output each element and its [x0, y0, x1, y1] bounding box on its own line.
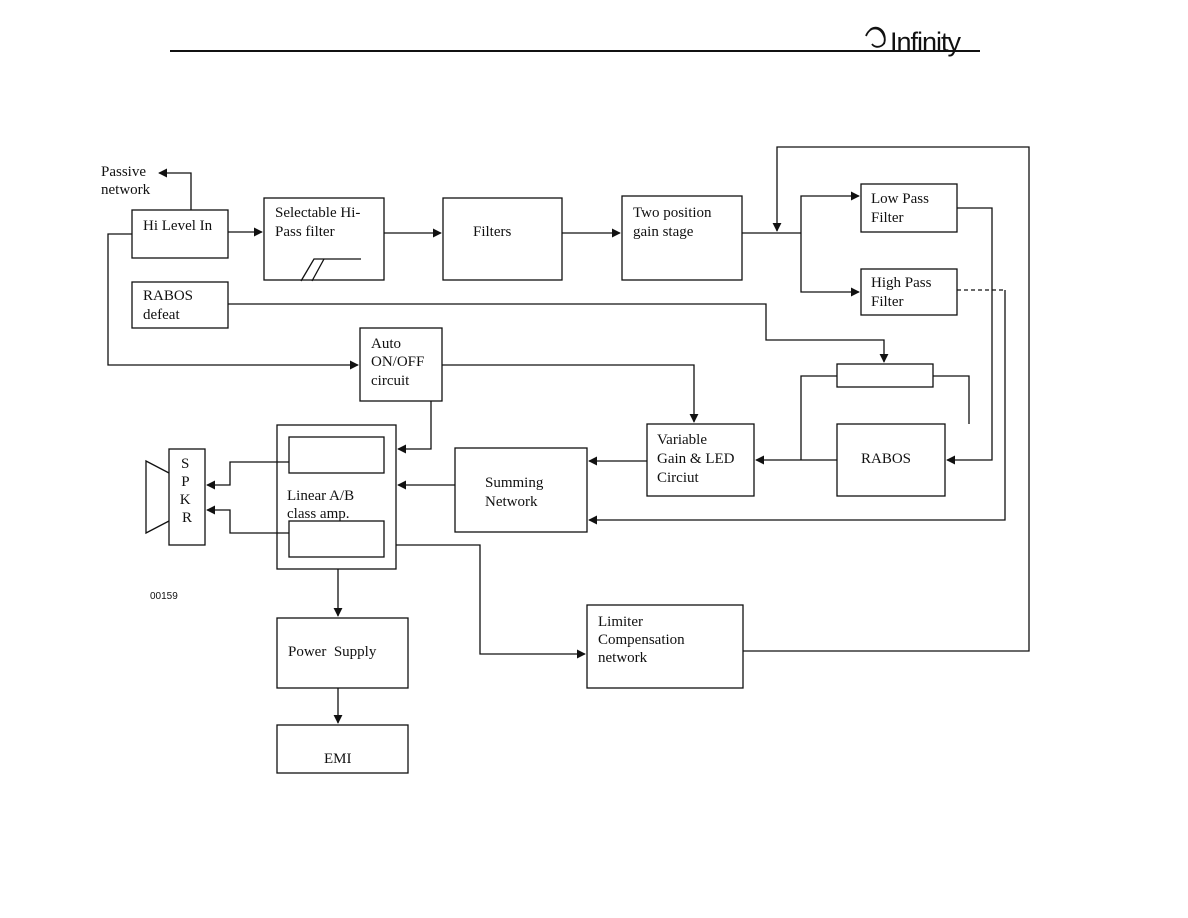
passive-network-line: Passive — [101, 164, 146, 180]
variable-gain-line: Variable — [657, 432, 707, 448]
amp-inner-bottom-box — [288, 520, 385, 558]
rabos-defeat-label: RABOS defeat — [143, 288, 197, 323]
variable-gain-line: Gain & LED — [657, 451, 735, 467]
auto-onoff-line: Auto — [371, 336, 401, 352]
wire-auto-to-amp — [397, 401, 432, 454]
selectable-hipass-label: Selectable Hi- Pass filter — [275, 205, 364, 240]
spkr-label: S P K R — [180, 456, 195, 526]
rabos-defeat-line: RABOS — [143, 288, 193, 304]
wire-lowpass-to-rabos — [946, 207, 993, 465]
filters-box — [442, 197, 563, 281]
two-position-gain-box — [621, 195, 743, 281]
logo-mark-icon — [865, 26, 886, 48]
wire-auto-to-vargain — [442, 364, 699, 423]
wire-rabosdefeat-to-rabos — [228, 303, 889, 363]
wire-amp-bottom-to-spkr — [206, 505, 289, 534]
wire-to-highpass — [800, 233, 860, 297]
variable-gain-label: Variable Gain & LED Circiut — [657, 432, 738, 486]
selectable-hipass-line: Pass filter — [275, 224, 335, 240]
spkr-letter: P — [181, 474, 189, 490]
passive-network-line: network — [101, 182, 151, 198]
spkr-letter: K — [180, 492, 191, 508]
high-pass-line: Filter — [871, 294, 904, 310]
filters-line: Filters — [473, 224, 511, 240]
summing-line: Network — [485, 494, 538, 510]
speaker-cone-icon — [145, 459, 170, 535]
selectable-hipass-box — [263, 197, 385, 281]
rabos-defeat-line: defeat — [143, 307, 180, 323]
power-supply-label: Power Supply — [288, 644, 388, 660]
wire-hilevel-to-auto — [107, 233, 359, 370]
low-pass-line: Low Pass — [871, 191, 929, 207]
amp-inner-top-box — [288, 436, 385, 474]
filters-label: Filters — [473, 224, 511, 240]
hi-level-in-line: Hi Level In — [143, 218, 213, 234]
rabos-defeat-box — [131, 281, 229, 329]
variable-gain-box — [646, 423, 755, 497]
linear-amp-line: Linear A/B — [287, 488, 354, 504]
two-position-line: gain stage — [633, 224, 694, 240]
wire-amp-top-to-spkr — [206, 461, 289, 490]
high-pass-label: High Pass Filter — [871, 275, 935, 310]
spkr-letter: R — [182, 510, 192, 526]
spkr-letter: S — [181, 456, 189, 472]
passive-network-label: Passive network — [101, 164, 151, 198]
limiter-line: network — [598, 650, 648, 666]
limiter-line: Compensation — [598, 632, 685, 648]
selectable-hipass-line: Selectable Hi- — [275, 205, 360, 221]
variable-gain-line: Circiut — [657, 470, 699, 486]
rabos-line: RABOS — [861, 451, 911, 467]
low-pass-label: Low Pass Filter — [871, 191, 933, 226]
auto-onoff-line: circuit — [371, 373, 410, 389]
hipass-slope-icon — [300, 258, 361, 282]
spkr-box — [168, 448, 206, 546]
power-supply-box — [276, 617, 409, 689]
wire-rabos-small-right — [933, 375, 970, 424]
hi-level-in-label: Hi Level In — [143, 218, 213, 234]
hipass-slope-line — [311, 258, 325, 282]
auto-onoff-label: Auto ON/OFF circuit — [371, 336, 428, 389]
wire-amp-to-limiter — [396, 544, 586, 659]
summing-label: Summing Network — [485, 475, 547, 510]
emi-label: EMI — [324, 751, 352, 767]
high-pass-line: High Pass — [871, 275, 932, 291]
two-position-label: Two position gain stage — [633, 205, 715, 240]
low-pass-line: Filter — [871, 210, 904, 226]
two-position-line: Two position — [633, 205, 712, 221]
linear-amp-line: class amp. — [287, 506, 349, 522]
emi-line: EMI — [324, 751, 352, 767]
linear-amp-label: Linear A/B class amp. — [287, 488, 358, 522]
power-supply-line: Power Supply — [288, 644, 377, 660]
brand-name: Infinity — [890, 27, 962, 57]
brand-logo: Infinity — [865, 26, 963, 57]
limiter-box — [586, 604, 744, 689]
rabos-top-small-box — [836, 363, 934, 388]
emi-box — [276, 724, 409, 774]
hi-level-in-box — [131, 209, 229, 259]
high-pass-filter-box — [860, 268, 958, 316]
limiter-label: Limiter Compensation network — [598, 614, 688, 666]
wire-highpass-to-summing — [588, 290, 1006, 525]
rabos-label: RABOS — [861, 451, 911, 467]
summing-line: Summing — [485, 475, 544, 491]
figure-code: 00159 — [150, 591, 178, 602]
wire-to-lowpass — [800, 191, 860, 233]
wire-rabos-small-left — [800, 375, 837, 460]
summing-network-box — [454, 447, 588, 533]
limiter-line: Limiter — [598, 614, 643, 630]
wire-limiter-feedback — [743, 146, 1030, 652]
wire-hilevel-to-passive — [158, 168, 192, 210]
auto-onoff-line: ON/OFF — [371, 354, 424, 370]
